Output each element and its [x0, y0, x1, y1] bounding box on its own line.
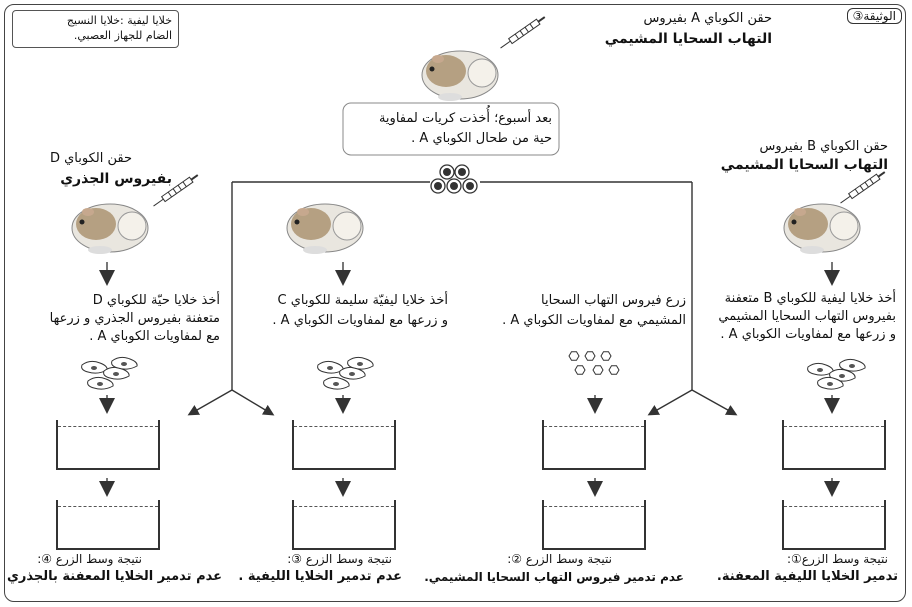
legend-line-2: الضام للجهاز العصبي. [73, 29, 172, 42]
document-label: الوثيقة③ [846, 8, 902, 24]
col4-result-text: عدم تدمير الخلايا المعفنة بالجذري [6, 569, 222, 584]
culture-dish-1-bottom [782, 500, 886, 550]
injection-d-line-1: حقن الكوباي D [49, 151, 132, 166]
culture-dish-4-bottom [56, 500, 160, 550]
note-line-2: حية من طحال الكوباي A . [411, 131, 552, 146]
injection-a-line-2: التهاب السحايا المشيمي [604, 31, 772, 47]
culture-dish-2-top [542, 420, 646, 470]
col1-desc-line-1: أخذ خلايا ليفية للكوباي B متعفنة [724, 291, 896, 306]
injection-b-line-2: التهاب السحايا المشيمي [720, 157, 888, 173]
col3-desc-line-2: و زرعها مع لمفاويات الكوباي A . [272, 313, 448, 328]
injection-d-line-2: بفيروس الجذري [60, 171, 172, 187]
syringe-b-icon [837, 168, 888, 207]
note-box-outline [342, 102, 560, 156]
legend-line-1: خلايا ليفية :خلايا النسيج [66, 14, 172, 27]
injection-b-line-1: حقن الكوباي B بفيروس [759, 139, 889, 154]
col4-desc-line-1: أخذ خلايا حيّة للكوباي D [92, 293, 220, 308]
injection-a-line-1: حقن الكوباي A بفيروس [643, 11, 772, 26]
culture-dish-2-bottom [542, 500, 646, 550]
lymphocyte-cluster-icon [430, 164, 478, 194]
culture-dish-3-top [292, 420, 396, 470]
guinea-pig-b-icon [783, 203, 861, 255]
culture-dish-1-top [782, 420, 886, 470]
col1-desc-line-2: بفيروس التهاب السحايا المشيمي [718, 309, 896, 324]
note-line-1: بعد أسبوع؛ أُخذت كريات لمفاوية [378, 111, 552, 126]
col1-desc-line-3: و زرعها مع لمفاويات الكوباي A . [720, 327, 896, 342]
guinea-pig-a-icon [421, 50, 499, 102]
guinea-pig-c-icon [286, 203, 364, 255]
virus-particles-icon [568, 351, 620, 375]
col1-result-text: تدمير الخلايا الليفية المعفنة. [716, 569, 898, 584]
fibroblasts-infected-b-icon [807, 358, 866, 390]
distribution-lines [187, 181, 738, 416]
col2-desc-line-1: زرع فيروس التهاب السحايا [541, 293, 686, 308]
col2-desc-line-2: المشيمي مع لمفاويات الكوباي A . [502, 313, 686, 328]
col3-result-text: عدم تدمير الخلايا الليفية . [238, 569, 402, 584]
guinea-pig-d-icon [71, 203, 149, 255]
col2-result-text: عدم تدمير فيروس التهاب السحايا المشيمي. [424, 570, 684, 584]
col3-desc-line-1: أخذ خلايا ليفيّة سليمة للكوباي C [277, 293, 448, 308]
col2-result-title: نتيجة وسط الزرع ②: [507, 552, 612, 566]
culture-dish-3-bottom [292, 500, 396, 550]
col4-desc-line-2: متعفنة بفيروس الجذري و زرعها [49, 311, 220, 326]
infected-cells-d-icon [81, 356, 138, 390]
col3-result-title: نتيجة وسط الزرع ③: [287, 552, 392, 566]
col4-desc-line-3: مع لمفاويات الكوباي A . [89, 329, 220, 344]
legend-box: خلايا ليفية :خلايا النسيج الضام للجهاز ا… [12, 10, 179, 48]
step-arrows [99, 262, 840, 497]
col1-result-title: نتيجة وسط الزرع①: [787, 552, 888, 566]
syringe-a-icon [497, 13, 548, 52]
culture-dish-4-top [56, 420, 160, 470]
col4-result-title: نتيجة وسط الزرع ④: [37, 552, 142, 566]
fibroblasts-healthy-c-icon [317, 356, 374, 390]
